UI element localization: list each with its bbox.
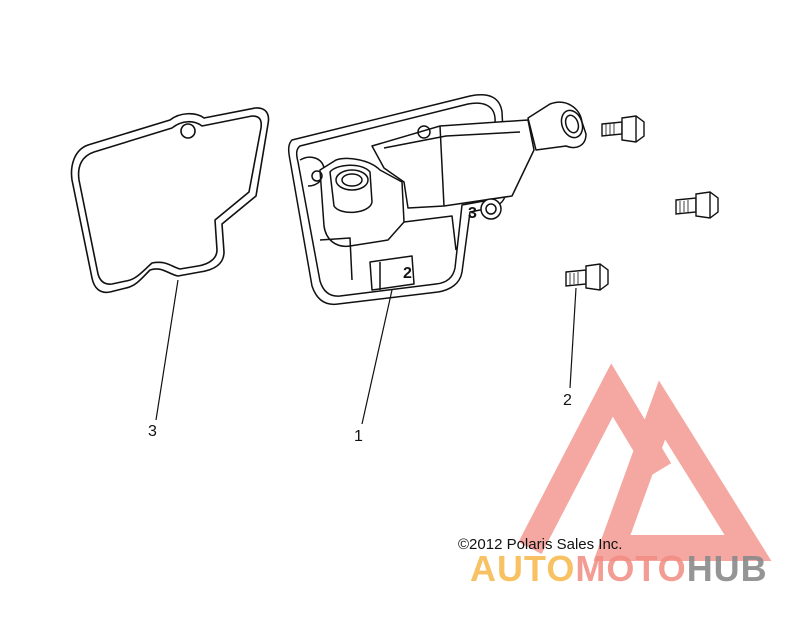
valve-cover	[287, 94, 587, 306]
callout-cover: 1	[354, 428, 363, 445]
watermark-brand: AUTOMOTOHUB	[470, 548, 768, 590]
brand-hub: HUB	[686, 548, 768, 589]
gasket	[70, 107, 270, 294]
cover-mark-2: 2	[403, 265, 412, 282]
copyright-text: ©2012 Polaris Sales Inc.	[458, 536, 623, 553]
callout-bolt: 2	[563, 392, 572, 409]
bolt-middle	[675, 191, 719, 219]
leader-lines	[155, 279, 577, 425]
cover-mark-3: 3	[468, 205, 477, 222]
brand-moto: MOTO	[575, 548, 687, 589]
bolt-bottom	[565, 263, 609, 291]
bolt-top	[601, 115, 645, 143]
callout-gasket: 3	[148, 423, 157, 440]
brand-auto: AUTO	[470, 548, 576, 589]
